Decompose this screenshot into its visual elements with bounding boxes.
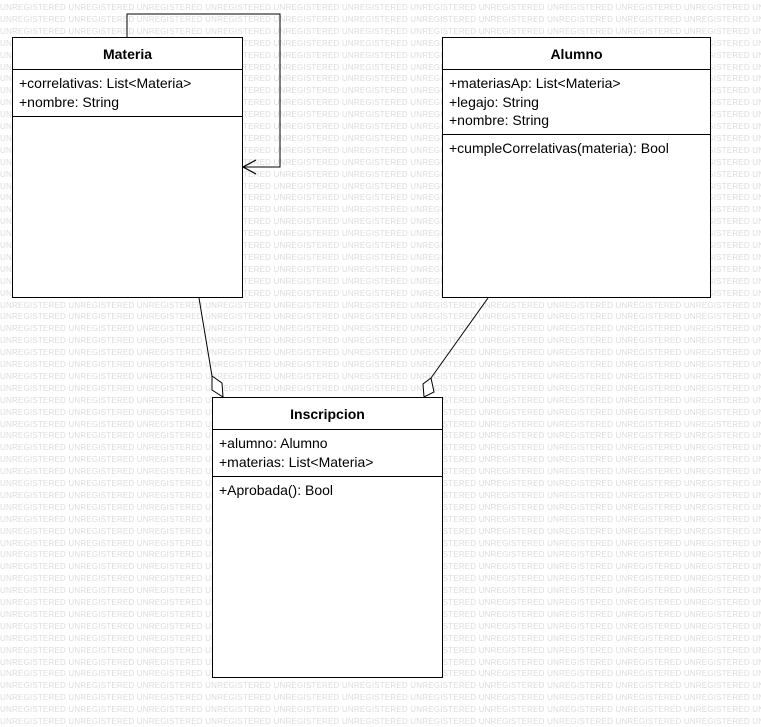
watermark-row: UNREGISTERED UNREGISTERED UNREGISTERED U…: [0, 312, 761, 322]
watermark-row: UNREGISTERED UNREGISTERED UNREGISTERED U…: [0, 705, 761, 715]
attribute: +materiasAp: List<Materia>: [449, 75, 621, 91]
watermark-row: UNREGISTERED UNREGISTERED UNREGISTERED U…: [0, 288, 761, 298]
watermark-row: UNREGISTERED UNREGISTERED UNREGISTERED U…: [0, 38, 761, 48]
watermark-row: UNREGISTERED UNREGISTERED UNREGISTERED U…: [0, 133, 761, 143]
watermark-row: UNREGISTERED UNREGISTERED UNREGISTERED U…: [0, 74, 761, 84]
watermark-row: UNREGISTERED UNREGISTERED UNREGISTERED U…: [0, 145, 761, 155]
attribute: +nombre: String: [19, 93, 119, 110]
operations-section: +cumpleCorrelativas(materia): Bool: [443, 135, 710, 160]
attributes-section: +correlativas: List<Materia> +nombre: St…: [13, 70, 242, 117]
watermark-row: UNREGISTERED UNREGISTERED UNREGISTERED U…: [0, 110, 761, 120]
attribute: +nombre: String: [449, 112, 549, 128]
watermark-row: UNREGISTERED UNREGISTERED UNREGISTERED U…: [0, 193, 761, 203]
watermark-row: UNREGISTERED UNREGISTERED UNREGISTERED U…: [0, 181, 761, 191]
watermark-row: UNREGISTERED UNREGISTERED UNREGISTERED U…: [0, 62, 761, 72]
watermark-row: UNREGISTERED UNREGISTERED UNREGISTERED U…: [0, 693, 761, 703]
attribute: +legajo: String: [449, 93, 539, 110]
aggregation-diamond-materia: [211, 375, 224, 398]
watermark-row: UNREGISTERED UNREGISTERED UNREGISTERED U…: [0, 122, 761, 131]
watermark-row: UNREGISTERED UNREGISTERED UNREGISTERED U…: [0, 276, 761, 286]
watermark-row: UNREGISTERED UNREGISTERED UNREGISTERED U…: [0, 50, 761, 60]
class-inscripcion[interactable]: Inscripcion +alumno: Alumno +materias: L…: [212, 397, 443, 678]
aggregation-diamond-alumno: [422, 377, 435, 398]
operation: +Aprobada(): Bool: [219, 482, 334, 498]
watermark-row: UNREGISTERED UNREGISTERED UNREGISTERED U…: [0, 86, 761, 96]
watermark-row: UNREGISTERED UNREGISTERED UNREGISTERED U…: [0, 252, 761, 262]
self-association-line: [126, 13, 281, 168]
open-arrowhead: [241, 159, 257, 175]
watermark-row: UNREGISTERED UNREGISTERED UNREGISTERED U…: [0, 98, 761, 108]
attribute: +correlativas: List<Materia>: [19, 75, 192, 91]
watermark-row: UNREGISTERED UNREGISTERED UNREGISTERED U…: [0, 371, 761, 381]
class-materia[interactable]: Materia +correlativas: List<Materia> +no…: [12, 37, 243, 298]
operations-section: +Aprobada(): Bool: [213, 477, 442, 502]
watermark-row: UNREGISTERED UNREGISTERED UNREGISTERED U…: [0, 217, 761, 227]
watermark-row: UNREGISTERED UNREGISTERED UNREGISTERED U…: [0, 348, 761, 358]
watermark-row: UNREGISTERED UNREGISTERED UNREGISTERED U…: [0, 229, 761, 239]
watermark-row: UNREGISTERED UNREGISTERED UNREGISTERED U…: [0, 324, 761, 334]
watermark-row: UNREGISTERED UNREGISTERED UNREGISTERED U…: [0, 300, 761, 310]
class-alumno[interactable]: Alumno +materiasAp: List<Materia> +legaj…: [442, 37, 711, 298]
watermark-row: UNREGISTERED UNREGISTERED UNREGISTERED U…: [0, 205, 761, 215]
operations-section: [13, 117, 242, 123]
watermark-row: UNREGISTERED UNREGISTERED UNREGISTERED U…: [0, 169, 761, 179]
watermark-row: UNREGISTERED UNREGISTERED UNREGISTERED U…: [0, 3, 761, 12]
watermark-row: UNREGISTERED UNREGISTERED UNREGISTERED U…: [0, 717, 761, 726]
watermark-row: UNREGISTERED UNREGISTERED UNREGISTERED U…: [0, 681, 761, 691]
operation: +cumpleCorrelativas(materia): Bool: [449, 140, 669, 156]
watermark-row: UNREGISTERED UNREGISTERED UNREGISTERED U…: [0, 336, 761, 346]
aggregation-materia-visible: [198, 297, 213, 377]
attribute: +alumno: Alumno: [219, 435, 328, 451]
watermark-row: UNREGISTERED UNREGISTERED UNREGISTERED U…: [0, 360, 761, 369]
watermark-row: UNREGISTERED UNREGISTERED UNREGISTERED U…: [0, 383, 761, 393]
attributes-section: +materiasAp: List<Materia> +legajo: Stri…: [443, 70, 710, 135]
aggregation-alumno-visible: [430, 297, 489, 379]
watermark-row: UNREGISTERED UNREGISTERED UNREGISTERED U…: [0, 264, 761, 274]
watermark-row: UNREGISTERED UNREGISTERED UNREGISTERED U…: [0, 241, 761, 250]
class-name: Inscripcion: [213, 398, 442, 430]
class-name: Alumno: [443, 38, 710, 70]
attributes-section: +alumno: Alumno +materias: List<Materia>: [213, 430, 442, 477]
watermark-row: UNREGISTERED UNREGISTERED UNREGISTERED U…: [0, 14, 761, 24]
attribute: +materias: List<Materia>: [219, 453, 374, 470]
watermark-row: UNREGISTERED UNREGISTERED UNREGISTERED U…: [0, 26, 761, 36]
watermark-row: UNREGISTERED UNREGISTERED UNREGISTERED U…: [0, 157, 761, 167]
class-name: Materia: [13, 38, 242, 70]
